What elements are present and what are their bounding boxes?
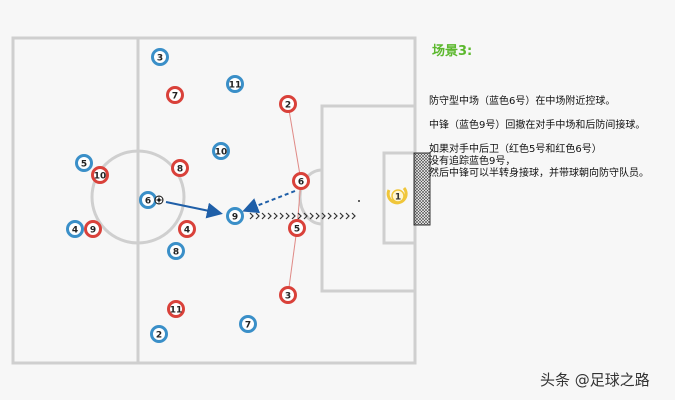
player-number: 8 (177, 164, 183, 174)
center-circle (90, 149, 186, 245)
goal-net (413, 152, 431, 226)
goalkeeper-number: 1 (395, 193, 401, 203)
player-number: 7 (172, 91, 178, 101)
player-number: 9 (90, 225, 96, 235)
pitch-boundary (11, 36, 417, 365)
red-player-6: 6 (292, 172, 310, 190)
dribble-chevrons (249, 212, 356, 220)
player-number: 6 (298, 177, 304, 187)
player-number: 11 (170, 305, 183, 315)
player-number: 7 (245, 320, 251, 330)
dribble-chevron (321, 212, 326, 220)
red-player-4: 4 (178, 220, 196, 238)
blue-player-11: 11 (226, 75, 244, 93)
red-player-11: 11 (167, 300, 185, 318)
notes-panel: 防守型中场（蓝色6号）在中场附近控球。 中锋（蓝色9号）回撤在对手中场和后防间接… (429, 96, 675, 180)
player-number: 8 (173, 247, 179, 257)
dribble-chevron (297, 212, 302, 220)
player-number: 4 (72, 225, 78, 235)
goal-direction-dot (358, 200, 360, 202)
dribble-chevron (249, 212, 254, 220)
dribble-chevron (327, 212, 332, 220)
player-number: 10 (94, 171, 107, 181)
dribble-chevron (333, 212, 338, 220)
note-line (429, 132, 675, 144)
players-layer: 3 11 10 5 6 4 8 9 2 7 7 8 10 9 4 2 6 5 3 11 (66, 48, 310, 343)
red-player-5: 5 (288, 219, 306, 237)
note-line: 防守型中场（蓝色6号）在中场附近控球。 (429, 96, 616, 107)
player-number: 3 (285, 291, 291, 301)
note-line: 如果对手中后卫（红色5号和红色6号） (429, 144, 602, 155)
dribble-chevron (291, 212, 296, 220)
note-line: 中锋（蓝色9号）回撤在对手中场和后防间接球。 (429, 120, 646, 131)
ball-path-arrow (165, 201, 223, 219)
pitch-markings (11, 36, 417, 365)
player-number: 10 (215, 147, 228, 157)
red-defensive-line (287, 103, 302, 296)
note-line: 没有追踪蓝色9号， (429, 156, 516, 167)
blue-player-4: 4 (66, 220, 84, 238)
player-number: 4 (184, 225, 190, 235)
player-number: 6 (145, 196, 151, 206)
blue-player-3: 3 (151, 48, 169, 66)
red-player-3: 3 (279, 286, 297, 304)
player-number: 5 (81, 159, 87, 169)
blue-player-6: 6 (139, 191, 157, 209)
note-line: 然后中锋可以半转身接球，并带球朝向防守队员。 (429, 168, 649, 179)
ball-icon (154, 195, 164, 205)
dribble-chevron (351, 212, 356, 220)
blue-player-10: 10 (212, 142, 230, 160)
dribble-chevron (345, 212, 350, 220)
scenario-title: 场景3: (432, 44, 473, 59)
player-number: 2 (285, 100, 291, 110)
player-number: 3 (157, 53, 163, 63)
dribble-chevron (309, 212, 314, 220)
player-number: 2 (156, 330, 162, 340)
note-line (429, 108, 675, 120)
blue-player-5: 5 (75, 154, 93, 172)
dribble-chevron (273, 212, 278, 220)
dribble-chevron (339, 212, 344, 220)
dribble-chevron (303, 212, 308, 220)
player-number: 9 (232, 212, 238, 222)
blue-player-7: 7 (239, 315, 257, 333)
dribble-chevron (285, 212, 290, 220)
dribble-chevron (279, 212, 284, 220)
red-player-7: 7 (166, 86, 184, 104)
blue-player-9: 9 (226, 207, 244, 225)
blue-player-2: 2 (150, 325, 168, 343)
red-player-8: 8 (171, 159, 189, 177)
red-player-2: 2 (279, 95, 297, 113)
dribble-chevron (261, 212, 266, 220)
player-number: 5 (294, 224, 300, 234)
dribble-chevron (255, 212, 260, 220)
dribble-chevron (267, 212, 272, 220)
blue-player-8: 8 (167, 242, 185, 260)
dribble-chevron (315, 212, 320, 220)
goalkeeper: 1 (386, 187, 408, 205)
red-player-10: 10 (91, 166, 109, 184)
player-number: 11 (229, 80, 242, 90)
red-player-9: 9 (84, 220, 102, 238)
watermark: 头条 @足球之路 (540, 371, 650, 389)
striker-run-arrow (242, 190, 296, 214)
